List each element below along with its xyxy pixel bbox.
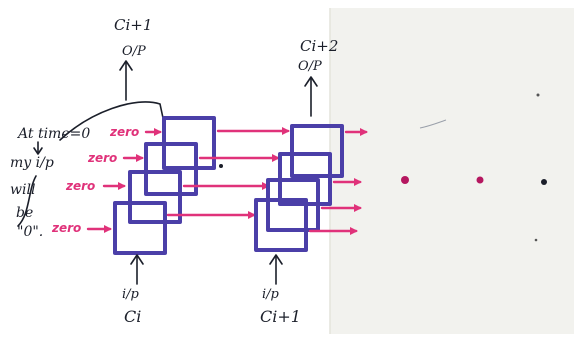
input-right-sub: i/p (262, 287, 280, 302)
output-top-right-label: Ci+2 (300, 37, 338, 55)
continuation-dot-3 (541, 179, 547, 185)
input-right-label: Ci+1 (260, 307, 301, 326)
faint-mark-2 (535, 239, 538, 242)
continuation-dot-1 (401, 176, 409, 184)
output-top-left-sub: O/P (122, 44, 146, 59)
input-left-label: Ci (124, 307, 141, 326)
zero-label-3: zero (65, 179, 95, 193)
continuation-dot-2 (477, 177, 484, 184)
zero-label-1: zero (109, 125, 139, 139)
zero-label-4: zero (51, 221, 81, 235)
output-top-right-sub: O/P (298, 59, 322, 74)
paper-right-page (330, 8, 574, 334)
note-line-5: "0". (17, 224, 43, 240)
input-left-sub: i/p (122, 287, 140, 302)
note-line-2: my i/p (10, 155, 54, 171)
zero-label-2: zero (87, 151, 117, 165)
faint-mark-1 (537, 94, 540, 97)
ink-dot (219, 164, 223, 168)
output-top-left-label: Ci+1 (114, 16, 152, 34)
note-line-1: At time=0 (16, 126, 90, 142)
note-line-4: be (16, 205, 33, 221)
